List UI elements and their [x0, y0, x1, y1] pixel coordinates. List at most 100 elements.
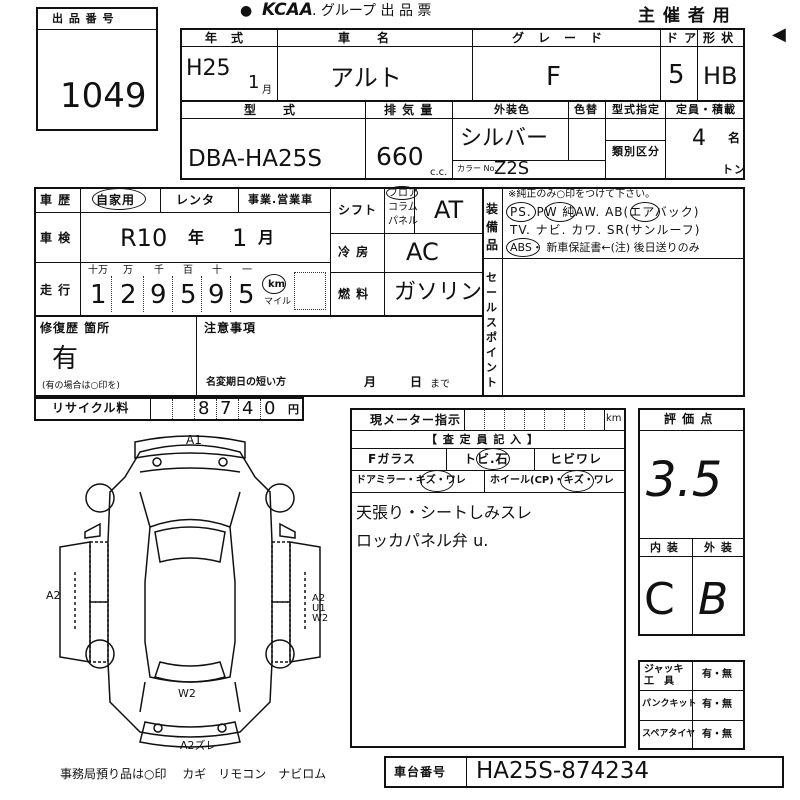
abs-circle — [506, 238, 540, 257]
mirror-scratch-circle — [420, 470, 454, 492]
floor-circle — [386, 186, 418, 200]
mileage-digit: 5 — [238, 280, 255, 310]
inspection-era: R10 — [120, 224, 168, 252]
equipment-line-3: ABS・ 新車保証書←(注) 後日送りのみ — [510, 241, 700, 254]
doors: 5 — [668, 60, 685, 90]
glass-label: Fガラス — [368, 452, 416, 466]
mileage-unit: 十 — [212, 265, 222, 276]
capacity-label: 定員・積載 — [676, 103, 736, 116]
repair-value: 有 — [52, 344, 79, 374]
lot-number: 1049 — [60, 76, 147, 116]
shift: AT — [434, 196, 464, 224]
copy-label: 主 催 者 用 — [638, 6, 731, 26]
deadline-day-unit: 日 — [410, 375, 424, 389]
capacity-unit: 名 — [728, 131, 742, 145]
year-era: H25 — [186, 56, 231, 81]
shift-option-panel: パネル — [388, 216, 418, 227]
ab-circle — [630, 202, 660, 222]
mile-option: マイル — [264, 297, 292, 307]
equipment-line-2: TV. ナビ. カワ. SR(サンルーフ) — [510, 223, 701, 237]
mileage-unit: 千 — [154, 265, 164, 276]
damage-mark: A1 — [186, 433, 202, 447]
chassis-box — [384, 756, 784, 788]
fuel: ガソリン — [394, 280, 483, 305]
recycle-digit: 8 — [198, 398, 210, 419]
damage-mark: A2 — [46, 589, 61, 602]
puncture-kit-label: パンクキット — [642, 699, 697, 709]
equipment-line-1: PS. PW 純AW. AB(エアバック) — [510, 205, 700, 219]
interior-score: C — [644, 574, 675, 625]
load-unit: トン — [722, 163, 746, 176]
jack-option: 有・無 — [702, 669, 732, 680]
inspection-month: 1 — [232, 224, 248, 252]
deadline-month-unit: 月 — [364, 375, 378, 389]
mileage-extra-box — [294, 272, 326, 310]
year-month-unit: 月 — [262, 85, 272, 96]
pw-circle — [544, 202, 576, 222]
color-no-label: カラー No. — [457, 164, 497, 173]
displacement-label: 排 気 量 — [384, 103, 434, 117]
shape: HB — [703, 62, 738, 90]
deadline-suffix: まで — [430, 379, 450, 390]
sales-point-label: セールスポイント — [486, 271, 498, 389]
wheel-label: ホイール(CP)・キズ・ワレ — [490, 475, 614, 486]
color-label: 外装色 — [494, 103, 530, 116]
mileage-digit: 2 — [120, 280, 137, 310]
inspector-label: 【 査 定 員 記 入 】 — [426, 433, 539, 446]
inspection-label: 車 検 — [40, 231, 72, 245]
shift-label: シフト — [338, 203, 378, 217]
chassis-label: 車台番号 — [394, 765, 447, 779]
inspection-month-unit: 月 — [258, 228, 276, 247]
interior-label: 内 装 — [650, 541, 679, 554]
spare-tire-label: スペアタイヤ — [642, 729, 696, 739]
damage-mark: A2 U1 W2 — [312, 593, 329, 624]
mileage-unit: 百 — [183, 265, 193, 276]
vehicle-info-table — [180, 28, 745, 180]
tools-box — [638, 660, 745, 750]
recycle-digit: 0 — [264, 398, 276, 419]
mileage-digit: 9 — [208, 280, 225, 310]
displacement: 660 — [376, 142, 424, 171]
lot-number-label: 出 品 番 号 — [52, 12, 115, 25]
recycle-digit: 4 — [242, 398, 254, 419]
mileage-unit: 一 — [242, 265, 252, 276]
name-label: 車 名 — [338, 31, 391, 45]
remarks-label: 注意事項 — [204, 321, 257, 335]
repair-table — [34, 315, 484, 397]
mileage-digit: 9 — [150, 280, 167, 310]
color-no: Z2S — [494, 158, 530, 179]
deadline-label: 名変期日の短い方 — [206, 377, 286, 388]
doors-label: ド ア — [666, 31, 698, 45]
equipment-label: 装 備 品 — [486, 202, 500, 252]
recycle-fee-label: リサイクル料 — [52, 401, 130, 415]
car-name: アルト — [330, 64, 402, 92]
page-tab-icon: ◀ — [772, 24, 786, 45]
category-label: 類別区分 — [612, 145, 660, 158]
mileage-digit: 5 — [180, 280, 197, 310]
meter-box — [350, 408, 626, 748]
bullet-icon: ● — [240, 3, 253, 19]
mileage-unit: 万 — [123, 265, 133, 276]
km-circle — [262, 274, 286, 294]
crack-label: ヒビワレ — [550, 452, 603, 466]
shape-label: 形 状 — [703, 31, 735, 45]
model-label: 型 式 — [244, 103, 297, 117]
equipment-note: ※純正のみ○印をつけて下さい。 — [508, 189, 656, 200]
rental-option: レンタ — [176, 193, 216, 207]
private-use-circle — [92, 188, 146, 210]
wheel-scratch-circle — [560, 470, 594, 492]
lot-number-box: 出 品 番 号 1049 — [36, 7, 158, 131]
meter-label: 現メーター指示 — [370, 413, 462, 427]
grade: F — [546, 62, 561, 92]
business-option: 事業.営業車 — [248, 193, 314, 206]
score-box — [638, 408, 745, 636]
color-change-label: 色替 — [574, 103, 598, 116]
chip-circle — [476, 448, 510, 470]
meter-unit: km — [606, 413, 622, 424]
equipment-box — [482, 187, 745, 397]
aircon-label: 冷 房 — [338, 245, 370, 259]
remark-line-2: ロッカパネル弁 u. — [356, 531, 489, 550]
year-month: 1 — [248, 72, 260, 93]
recycle-fee-box — [34, 397, 304, 421]
recycle-unit: 円 — [288, 403, 300, 416]
